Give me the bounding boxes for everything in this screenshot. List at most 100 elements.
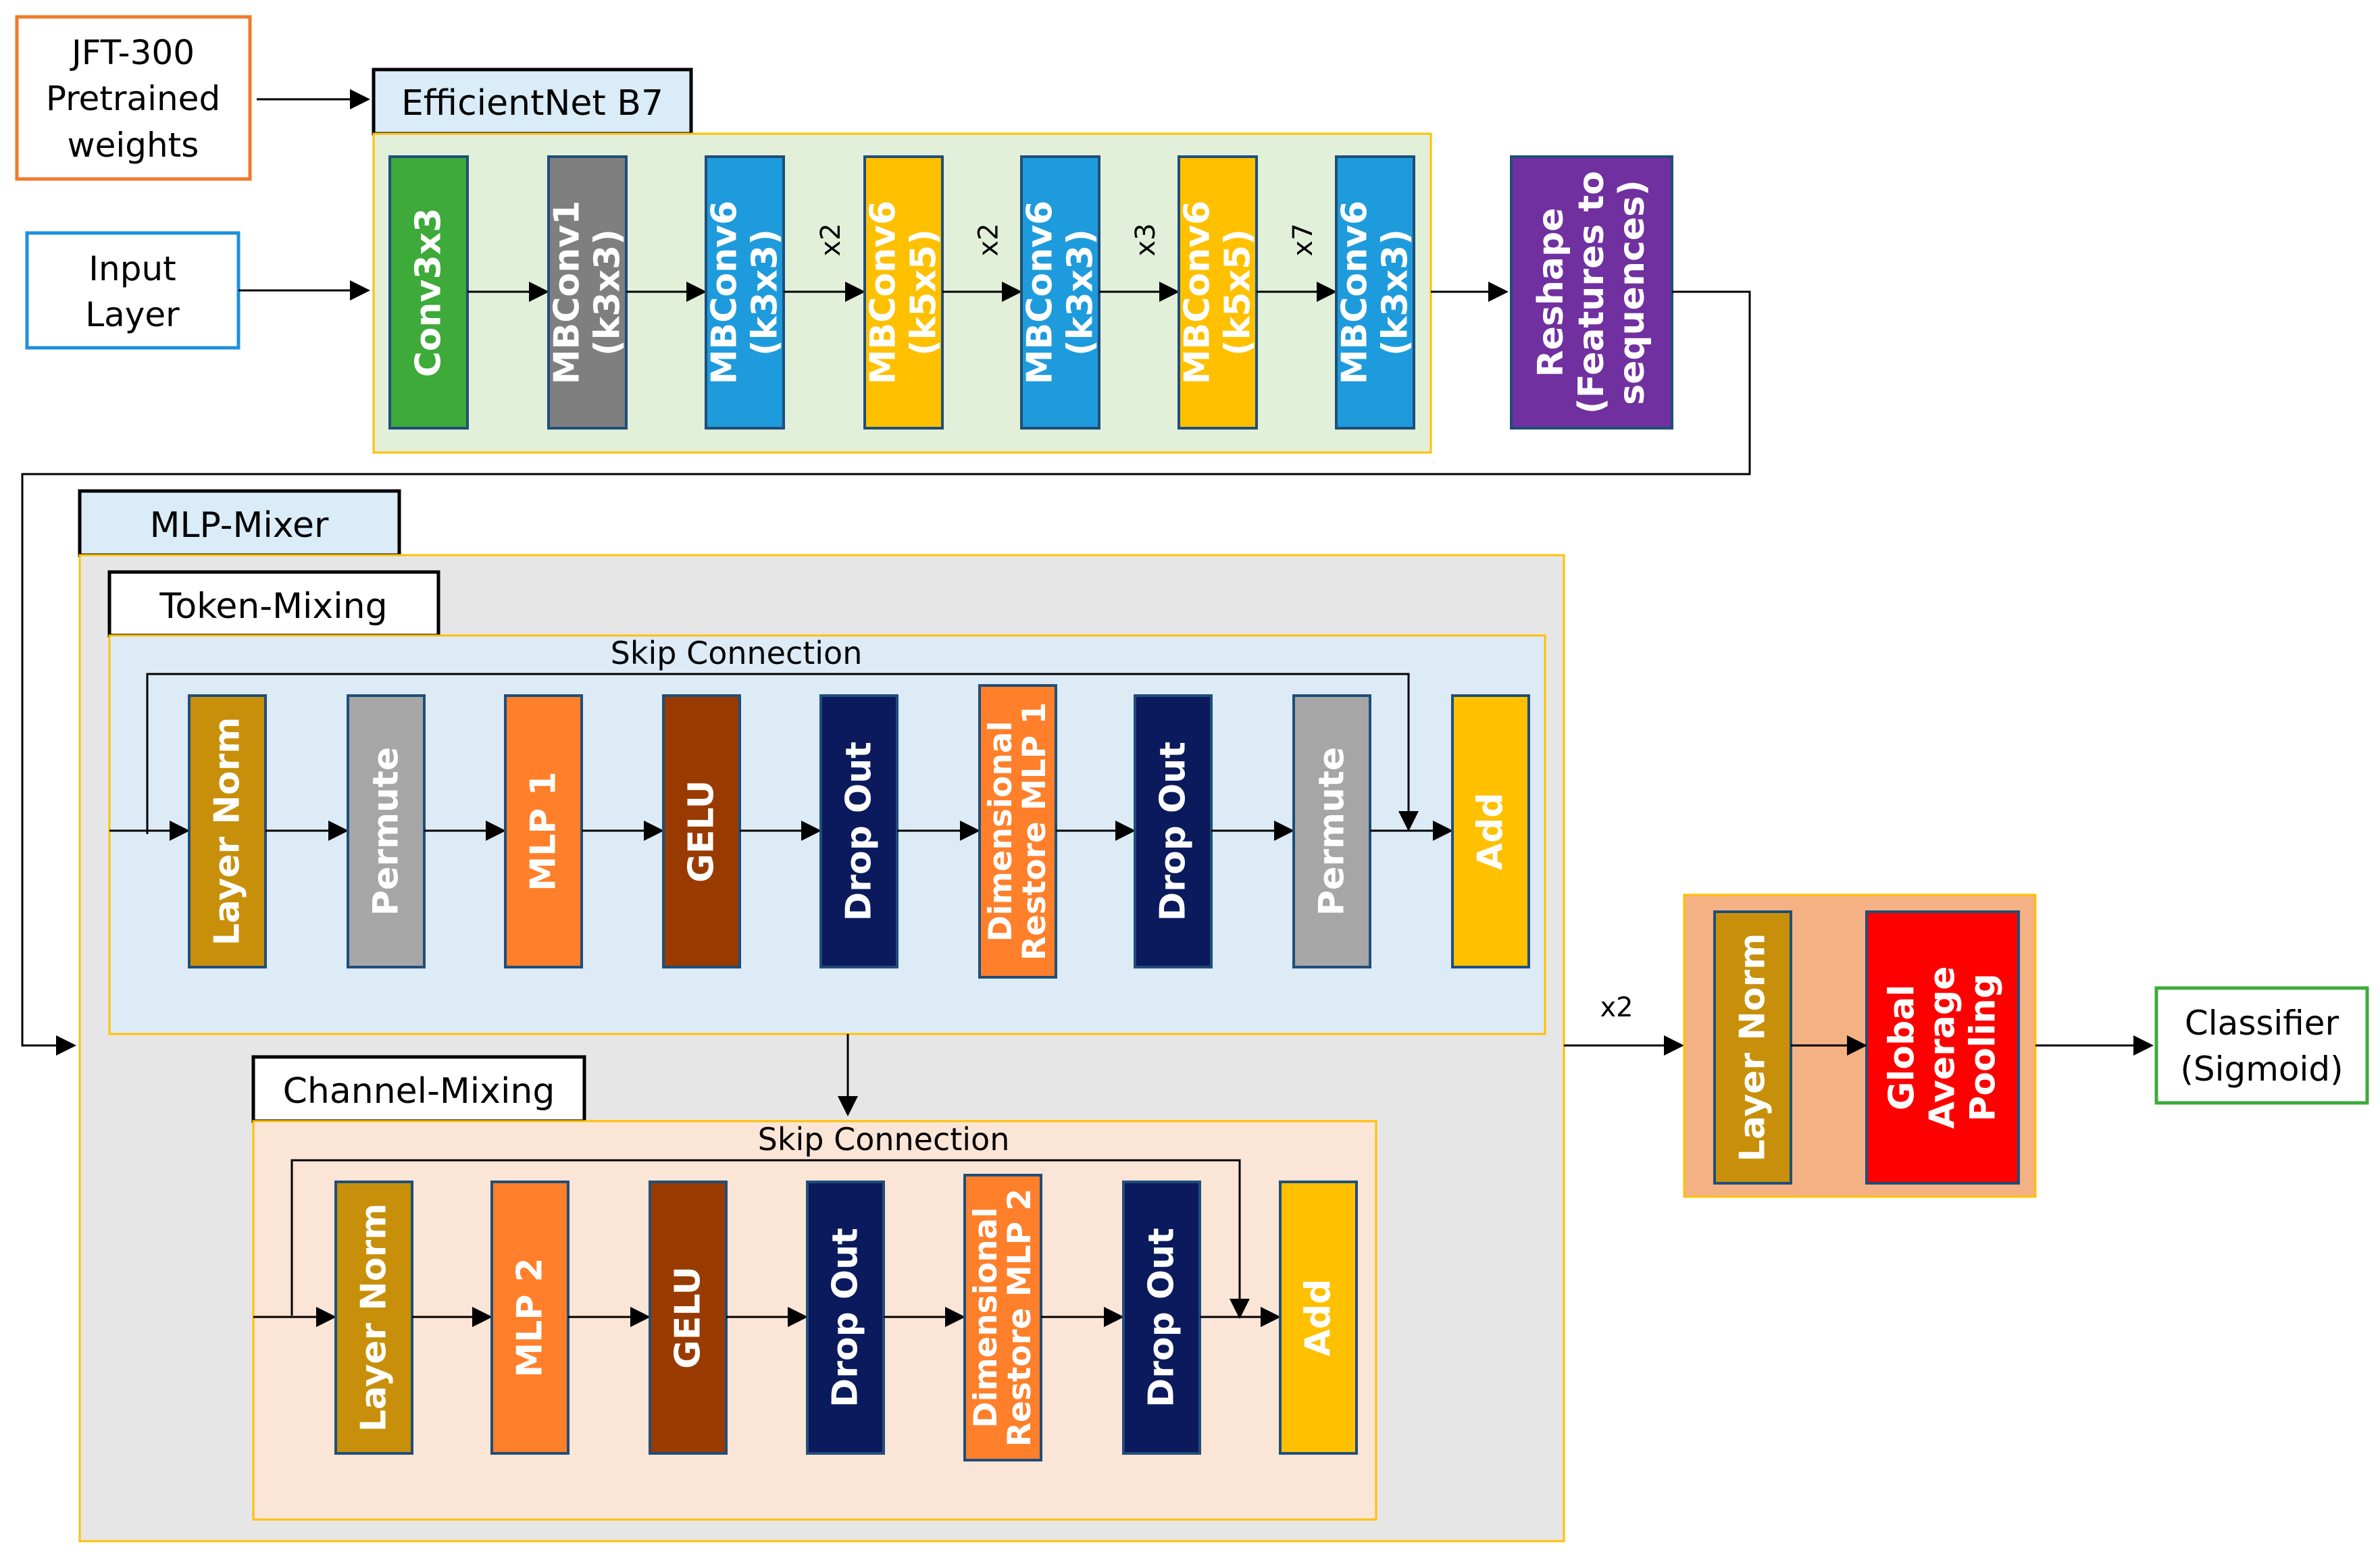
reshape-to-mixer-arrow (21, 290, 1751, 1056)
head-block-1-layer-norm: Layer Norm (1713, 910, 1792, 1185)
token-block-8-permute-label-1: Permute (1312, 747, 1352, 916)
channel-block-5-restore-mlp-2-label-1: Dimensional (967, 1207, 1005, 1428)
efficientnet-title: EfficientNet B7 (372, 68, 693, 136)
token-block-7-drop-out-rect (1134, 694, 1213, 968)
token-block-5-drop-out-label-1: Drop Out (839, 742, 880, 921)
eff-block-5-mbconv6-label-2: (k3x3) (1061, 229, 1101, 356)
eff-block-6-mbconv6-label-2: (k5x5) (1218, 229, 1259, 356)
eff-repeat-3: x3 (1130, 223, 1161, 256)
eff-block-3-mbconv6-label-1: MBConv6 (705, 201, 745, 384)
eff-repeat-4: x7 (1288, 223, 1319, 256)
channel-block-7-add: Add (1279, 1181, 1358, 1455)
channel-skip-connection (290, 1159, 1250, 1319)
channel-block-3-gelu-label-1: GELU (668, 1266, 709, 1369)
token-mixing-blocks: Layer Norm Permute MLP 1 GELU Drop Out Dimens… (109, 684, 1530, 979)
eff-block-7-mbconv6-label-1: MBConv6 (1335, 201, 1375, 384)
channel-mixing-title-text: Channel-Mixing (283, 1071, 555, 1112)
channel-block-2-mlp-2-label-1: MLP 2 (510, 1258, 551, 1377)
head-block-2-pooling-label-1: Global (1882, 985, 1923, 1110)
token-block-9-add-label-1: Add (1471, 793, 1511, 871)
pretrained-line-2: Pretrained (46, 79, 220, 118)
channel-block-2-mlp-2: MLP 2 (490, 1181, 569, 1455)
head-block-1-layer-norm-label-1: Layer Norm (1733, 933, 1773, 1162)
reshape-label-3: sequences) (1612, 180, 1652, 405)
channel-mixing-blocks: Layer Norm MLP 2 GELU Drop Out DimensionalRe… (253, 1174, 1358, 1461)
channel-block-1-layer-norm-label-1: Layer Norm (354, 1203, 395, 1432)
channel-mixing-title: Channel-Mixing (251, 1055, 586, 1123)
eff-block-1-conv3x3: Conv3x3 (388, 155, 469, 430)
eff-block-1-conv3x3-label-1: Conv3x3 (409, 208, 449, 378)
eff-block-7-mbconv6: MBConv6(k3x3) (1335, 155, 1416, 430)
input-layer-box: Input Layer (25, 231, 240, 350)
eff-block-2-mbconv1-rect (547, 155, 628, 430)
classifier-box: Classifier (Sigmoid) (2154, 986, 2369, 1105)
eff-repeat-1: x2 (815, 223, 846, 256)
eff-block-3-mbconv6-rect (705, 155, 785, 430)
token-mixing-title-text: Token-Mixing (159, 586, 387, 627)
token-block-1-layer-norm-label-1: Layer Norm (207, 717, 248, 946)
eff-block-6-mbconv6: MBConv6(k5x5) (1178, 155, 1259, 430)
token-block-8-permute: Permute (1292, 694, 1371, 968)
eff-block-6-mbconv6-label-1: MBConv6 (1178, 201, 1218, 384)
channel-block-3-gelu: GELU (649, 1181, 728, 1455)
channel-block-2-mlp-2-rect (490, 1181, 569, 1455)
channel-block-4-drop-out-label-1: Drop Out (826, 1228, 866, 1407)
input-layer-line-2: Layer (85, 295, 180, 334)
token-block-9-add-rect (1451, 694, 1530, 968)
token-skip-connection (146, 673, 1419, 834)
eff-block-4-mbconv6-label-2: (k5x5) (904, 229, 944, 356)
eff-block-4-mbconv6: MBConv6(k5x5) (863, 155, 944, 430)
channel-block-4-drop-out-rect (806, 1181, 885, 1455)
channel-block-6-drop-out-rect (1122, 1181, 1201, 1455)
token-block-9-add: Add (1451, 694, 1530, 968)
channel-block-7-add-rect (1279, 1181, 1358, 1455)
eff-block-5-mbconv6-rect (1020, 155, 1100, 430)
classifier-line-1: Classifier (2185, 1004, 2339, 1043)
channel-block-4-drop-out: Drop Out (806, 1181, 885, 1455)
pretrained-weights-box: JFT-300 Pretrained weights (15, 15, 252, 181)
token-block-5-drop-out: Drop Out (819, 694, 898, 968)
mixer-repeat-label: x2 (1600, 992, 1633, 1023)
channel-block-3-gelu-rect (649, 1181, 728, 1455)
eff-block-3-mbconv6-label-2: (k3x3) (745, 229, 786, 356)
token-block-2-permute-label-1: Permute (366, 747, 407, 916)
token-block-3-mlp-1-label-1: MLP 1 (524, 771, 564, 891)
reshape-label-1: Reshape (1531, 208, 1571, 378)
token-block-2-permute: Permute (347, 694, 426, 968)
eff-block-7-mbconv6-label-2: (k3x3) (1375, 229, 1416, 356)
eff-block-2-mbconv1-label-2: (k3x3) (588, 229, 628, 356)
token-skip-label: Skip Connection (611, 635, 863, 671)
eff-block-2-mbconv1: MBConv1(k3x3) (547, 155, 628, 430)
mlp-mixer-title: MLP-Mixer (78, 489, 401, 557)
channel-block-1-layer-norm: Layer Norm (334, 1181, 413, 1455)
channel-block-5-restore-mlp-2-rect (963, 1174, 1042, 1461)
head-block-2-pooling-label-3: Pooling (1963, 973, 2004, 1121)
token-mixing-title: Token-Mixing (107, 570, 440, 638)
eff-block-5-mbconv6: MBConv6(k3x3) (1020, 155, 1101, 430)
token-block-4-gelu-label-1: GELU (682, 780, 722, 883)
head-block-2-pooling-rect (1865, 910, 2020, 1185)
token-block-2-permute-rect (347, 694, 426, 968)
channel-skip-label: Skip Connection (758, 1121, 1010, 1158)
token-block-6-restore-mlp-1-label-2: Restore MLP 1 (1016, 702, 1053, 960)
eff-block-2-mbconv1-label-1: MBConv1 (547, 201, 588, 384)
channel-block-6-drop-out-label-1: Drop Out (1142, 1228, 1182, 1407)
eff-block-4-mbconv6-label-1: MBConv6 (863, 201, 904, 384)
pretrained-line-3: weights (68, 126, 199, 165)
token-block-3-mlp-1: MLP 1 (504, 694, 583, 968)
channel-block-5-restore-mlp-2-label-2: Restore MLP 2 (1001, 1189, 1038, 1447)
eff-block-4-mbconv6-rect (863, 155, 944, 430)
input-layer-line-1: Input (88, 249, 176, 288)
pretrained-line-1: JFT-300 (70, 33, 195, 72)
token-block-1-layer-norm: Layer Norm (188, 694, 267, 968)
token-block-7-drop-out: Drop Out (1134, 694, 1213, 968)
